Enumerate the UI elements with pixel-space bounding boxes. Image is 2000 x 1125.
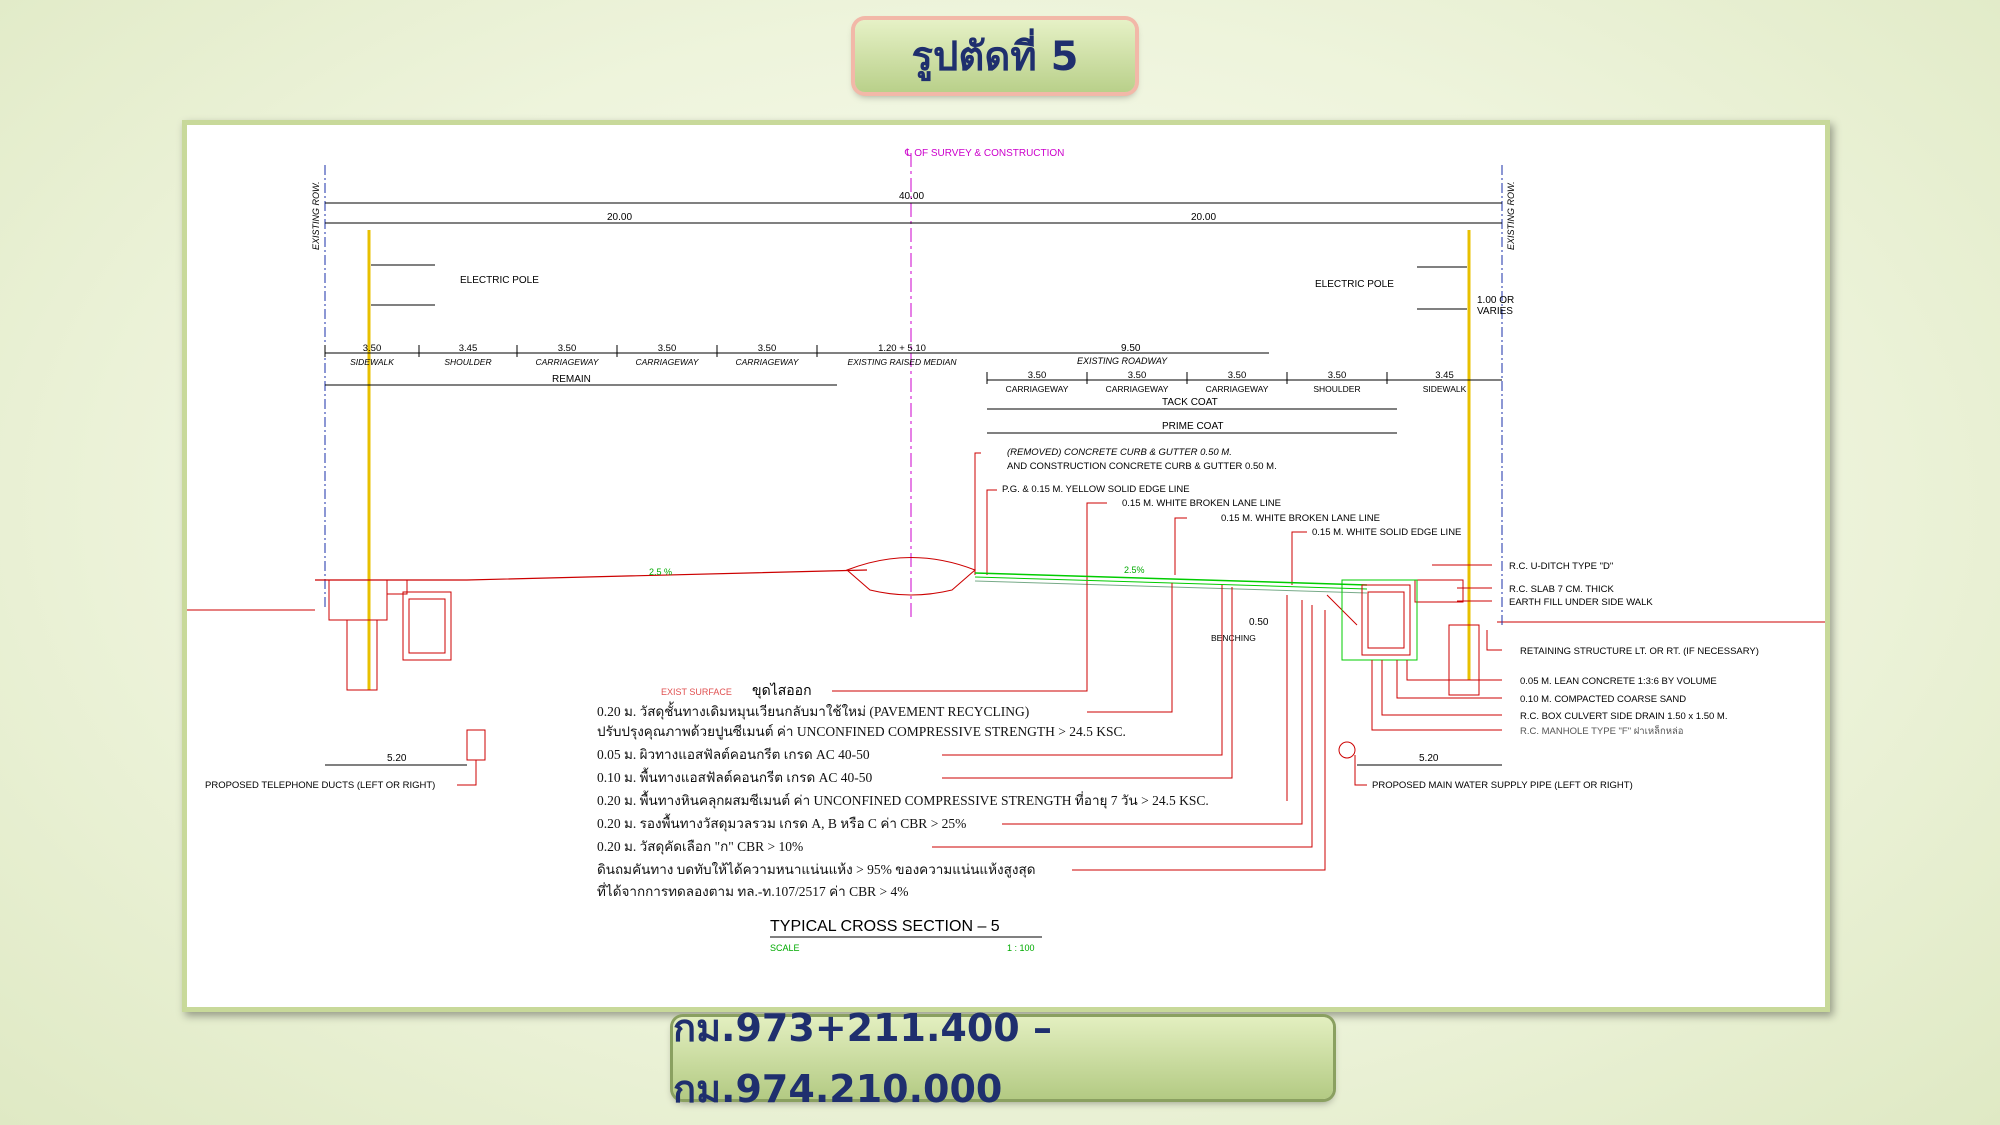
- slope-left: 2.5 %: [649, 567, 672, 577]
- dim-total: 40.00: [899, 191, 924, 202]
- telephone-duct: [466, 729, 486, 761]
- left-lane-width: 3.50: [558, 343, 577, 354]
- centerline-label: ℄ OF SURVEY & CONSTRUCTION: [904, 148, 1064, 159]
- row-label-right: EXISTING ROW.: [1506, 181, 1516, 250]
- varies-label-1: 1.00 OR: [1477, 295, 1514, 306]
- slope-right: 2.5%: [1124, 565, 1145, 575]
- callout-curb-new: AND CONSTRUCTION CONCRETE CURB & GUTTER …: [1007, 461, 1277, 472]
- water-leader: [1354, 755, 1367, 786]
- left-lane-width: 3.50: [758, 343, 777, 354]
- new-pavement-top: [974, 572, 1368, 586]
- chainage-box: กม.973+211.400 – กม.974.210.000: [673, 1006, 1333, 1111]
- slide-title: รูปตัดที่ 5: [855, 20, 1135, 92]
- callout-lean-concrete: 0.05 M. LEAN CONCRETE 1:3:6 BY VOLUME: [1520, 676, 1717, 687]
- callout-box-culvert: R.C. BOX CULVERT SIDE DRAIN 1.50 x 1.50 …: [1520, 711, 1727, 722]
- right-lane-width: 3.50: [1228, 370, 1247, 381]
- benching-label: BENCHING: [1211, 633, 1256, 643]
- callout-white-broken-2: 0.15 M. WHITE BROKEN LANE LINE: [1221, 513, 1380, 524]
- pole-crossarms: [371, 264, 1467, 310]
- left-lane-name: CARRIAGEWAY: [636, 357, 700, 367]
- layer-cement-base: 0.20 ม. พื้นทางหินคลุกผสมซีเมนต์ ค่า UNC…: [597, 790, 1209, 809]
- tack-coat-label: TACK COAT: [1162, 397, 1218, 408]
- prime-coat-label: PRIME COAT: [1162, 421, 1223, 432]
- top-callout-leaders: [974, 452, 1307, 585]
- scale-value: 1 : 100: [1007, 943, 1035, 953]
- right-lane-name: CARRIAGEWAY: [1106, 384, 1169, 394]
- layer-ac-wearing: 0.05 ม. ผิวทางแอสฟัลต์คอนกรีต เกรด AC 40…: [597, 746, 870, 762]
- layer-recycling: 0.20 ม. วัสดุชั้นทางเดิมหมุนเวียนกลับมาใ…: [597, 701, 1029, 720]
- right-lane-name: CARRIAGEWAY: [1206, 384, 1269, 394]
- scale-label: SCALE: [770, 943, 800, 953]
- existing-roadway-label: EXISTING ROADWAY: [1077, 356, 1168, 366]
- new-pavement-layer: [974, 576, 1368, 590]
- left-structures: [328, 579, 452, 691]
- callout-coarse-sand: 0.10 M. COMPACTED COARSE SAND: [1520, 694, 1686, 705]
- right-structures: [1326, 579, 1480, 696]
- section-title: TYPICAL CROSS SECTION – 5: [770, 918, 1000, 935]
- layer-subbase: 0.20 ม. รองพื้นทางวัสดุมวลรวม เกรด A, B …: [597, 813, 966, 832]
- row-label-left: EXISTING ROW.: [311, 181, 321, 250]
- culvert-trench: [1341, 579, 1418, 661]
- raised-median: [846, 557, 976, 596]
- callout-manhole: R.C. MANHOLE TYPE "F" ฝาเหล็กหล่อ: [1520, 724, 1684, 737]
- dim-left-half: 20.00: [607, 212, 632, 223]
- right-lane-width: 3.50: [1328, 370, 1347, 381]
- right-lane-width: 3.45: [1435, 370, 1454, 381]
- water-pipe: [1338, 741, 1356, 759]
- varies-label-2: VARIES: [1477, 306, 1513, 317]
- right-lane-name: SIDEWALK: [1423, 384, 1467, 394]
- callout-white-broken-1: 0.15 M. WHITE BROKEN LANE LINE: [1122, 498, 1281, 509]
- tel-label: PROPOSED TELEPHONE DUCTS (LEFT OR RIGHT): [205, 780, 435, 791]
- layer-leaders: [832, 581, 1326, 871]
- callout-u-ditch: R.C. U-DITCH TYPE "D": [1509, 561, 1613, 572]
- exist-surface-label: EXIST SURFACE: [661, 687, 732, 697]
- base-layer: [974, 580, 1368, 594]
- left-lane-name: SIDEWALK: [350, 357, 394, 367]
- layer-embankment: ดินถมคันทาง บดทับให้ได้ความหนาแน่นแห้ง >…: [597, 861, 1035, 878]
- right-lane-name: CARRIAGEWAY: [1006, 384, 1069, 394]
- electric-pole-right-label: ELECTRIC POLE: [1315, 279, 1394, 290]
- left-lane-width: 1.20 + 5.10: [878, 343, 926, 354]
- exist-surface-th: ขุดไสออก: [752, 682, 812, 699]
- layer-embankment-note: ที่ได้จากการทดลองตาม ทล.-ท.107/2517 ค่า …: [597, 882, 908, 899]
- callout-curb-removed: (REMOVED) CONCRETE CURB & GUTTER 0.50 M.: [1007, 447, 1232, 458]
- layer-recycling-cement: ปรับปรุงคุณภาพด้วยปูนซีเมนต์ ค่า UNCONFI…: [597, 723, 1126, 740]
- layer-selected: 0.20 ม. วัสดุคัดเลือก "ก" CBR > 10%: [597, 839, 803, 855]
- layer-ac-base: 0.10 ม. พื้นทางแอสฟัลต์คอนกรีต เกรด AC 4…: [597, 767, 872, 785]
- water-label: PROPOSED MAIN WATER SUPPLY PIPE (LEFT OR…: [1372, 780, 1633, 791]
- callout-white-solid-edge: 0.15 M. WHITE SOLID EDGE LINE: [1312, 527, 1461, 538]
- right-lane-width: 3.50: [1028, 370, 1047, 381]
- right-lane-width: 3.50: [1128, 370, 1147, 381]
- right-callout-leaders: [1371, 564, 1502, 731]
- tel-dim: 5.20: [387, 753, 407, 764]
- cross-section-drawing: EXISTING ROW. EXISTING ROW. ℄ OF SURVEY …: [182, 120, 1830, 1012]
- left-lane-name: EXISTING RAISED MEDIAN: [847, 357, 957, 367]
- benching-dim: 0.50: [1249, 617, 1269, 628]
- left-lane-width: 3.50: [658, 343, 677, 354]
- cross-section-svg: EXISTING ROW. EXISTING ROW. ℄ OF SURVEY …: [187, 148, 1825, 953]
- callout-retaining: RETAINING STRUCTURE LT. OR RT. (IF NECES…: [1520, 646, 1759, 657]
- left-lane-name: CARRIAGEWAY: [736, 357, 800, 367]
- existing-roadway-width: 9.50: [1121, 343, 1141, 354]
- water-dim: 5.20: [1419, 753, 1439, 764]
- callout-yellow-edge: P.G. & 0.15 M. YELLOW SOLID EDGE LINE: [1002, 484, 1190, 495]
- electric-pole-left-label: ELECTRIC POLE: [460, 275, 539, 286]
- right-lane-name: SHOULDER: [1313, 384, 1360, 394]
- dim-right-half: 20.00: [1191, 212, 1216, 223]
- callout-earth-fill: EARTH FILL UNDER SIDE WALK: [1509, 597, 1653, 608]
- callout-rc-slab: R.C. SLAB 7 CM. THICK: [1509, 584, 1615, 595]
- left-lane-width: 3.45: [459, 343, 478, 354]
- left-lane-width: 3.50: [363, 343, 382, 354]
- remain-label: REMAIN: [552, 374, 591, 385]
- tel-leader: [457, 760, 477, 786]
- left-lane-name: SHOULDER: [444, 357, 491, 367]
- road-surface-left: [315, 569, 868, 581]
- left-lane-name: CARRIAGEWAY: [536, 357, 600, 367]
